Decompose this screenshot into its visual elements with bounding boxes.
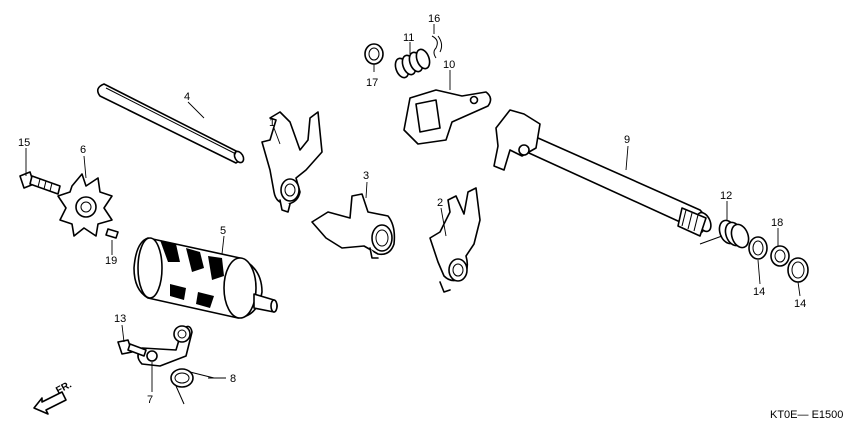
gearshift-arm-plate	[403, 89, 492, 145]
circlip-18	[770, 245, 790, 267]
callout-8: 8	[230, 373, 236, 385]
shift-drum	[133, 237, 278, 319]
gearshift-spindle	[493, 109, 712, 237]
washer-14a	[748, 236, 768, 260]
stopper-arm	[137, 325, 193, 367]
callout-5: 5	[220, 225, 226, 237]
washer-17	[364, 43, 384, 65]
callout-7: 7	[147, 394, 153, 406]
shift-fork-shaft	[96, 83, 245, 164]
callout-1: 1	[269, 117, 275, 129]
front-arrow-icon	[33, 391, 67, 415]
front-marker-label: FR.	[54, 379, 74, 396]
shift-fork-2	[429, 187, 481, 293]
leader-lines	[25, 24, 801, 392]
drum-center-plate	[57, 173, 113, 237]
front-direction-marker: FR.	[33, 379, 74, 415]
shift-fork-3	[311, 193, 396, 259]
callout-4: 4	[184, 91, 190, 103]
bolt-13	[117, 339, 147, 357]
callout-6: 6	[80, 144, 86, 156]
bolt-15	[19, 171, 61, 195]
callout-10: 10	[443, 59, 455, 71]
callout-18: 18	[771, 217, 783, 229]
callout-2: 2	[437, 197, 443, 209]
callout-15: 15	[18, 137, 30, 149]
callout-14b: 14	[794, 298, 806, 310]
callout-3: 3	[363, 170, 369, 182]
stopper-spring	[170, 368, 215, 405]
clip-16	[431, 35, 443, 59]
callout-19: 19	[105, 255, 117, 267]
washer-14b	[787, 257, 809, 283]
callout-17: 17	[366, 77, 378, 89]
callout-12: 12	[720, 190, 732, 202]
coil-spring-11	[394, 48, 431, 79]
callout-14a: 14	[753, 286, 765, 298]
diagram-code: KT0E— E1500	[770, 409, 843, 421]
callout-9: 9	[624, 134, 630, 146]
callout-16: 16	[428, 13, 440, 25]
dowel-pin	[105, 228, 119, 239]
return-spring-12	[699, 219, 750, 249]
callout-13: 13	[114, 313, 126, 325]
callout-11: 11	[403, 32, 414, 44]
